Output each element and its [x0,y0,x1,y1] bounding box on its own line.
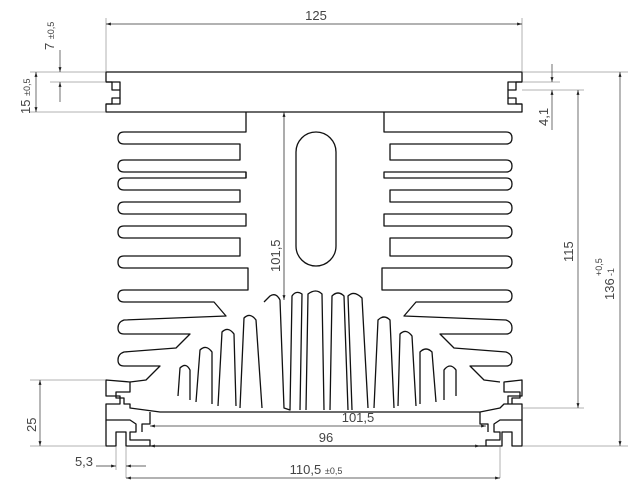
center-oblong-slot [295,131,337,267]
top-flange [105,71,523,113]
right-fins [381,112,513,383]
dim-slot-offset: 4,1 [536,108,551,126]
dim-inner-height: 115 [561,241,576,262]
dim-total-height-tol-upper: +0,5 [594,258,604,276]
top-right-slot [507,81,522,105]
dim-foot-height: 25 [24,418,39,432]
dim-bottom-slot-span: 96 [319,430,333,445]
dim-foot-slot-width: 5,3 [75,454,93,469]
dim-total-height: 136 [602,278,617,300]
dimension-labels: 125 7 ±0,5 15 ±0,5 4,1 115 136 +0,5 -1 1… [18,8,617,477]
dim-bottom-width-inner: 101,5 [342,410,375,425]
bottom-right-foot [486,420,523,447]
dimension-lines [34,22,622,480]
base-plate [105,379,523,447]
left-fins [117,112,249,383]
dim-base-width: 110,5 ±0,5 [290,462,343,477]
dim-total-height-tol-lower: -1 [606,268,616,276]
top-left-slot [106,81,121,105]
dim-center-fin-height: 101,5 [268,239,283,272]
dim-flange-thickness: 7 ±0,5 [42,22,57,50]
dim-top-width: 125 [305,8,327,23]
heatsink-profile [105,71,523,447]
bottom-fins [177,290,457,411]
dim-slot-depth: 15 ±0,5 [18,78,33,114]
